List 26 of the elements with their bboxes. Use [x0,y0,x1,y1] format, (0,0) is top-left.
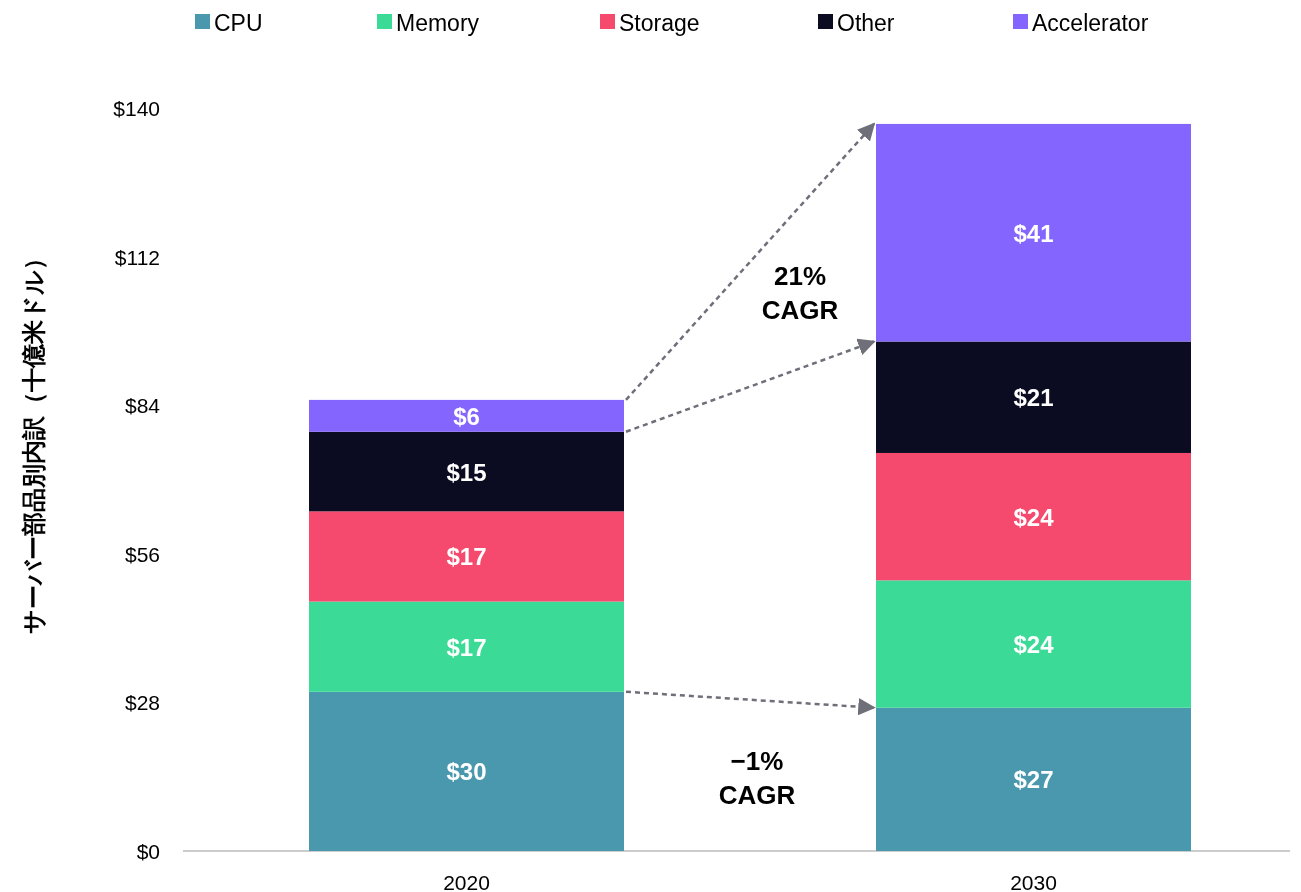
legend-label: Memory [396,10,480,36]
axis-tick-label: 2020 [443,871,490,892]
axis-tick-label: 2030 [1010,871,1057,892]
axis-tick-label: $28 [124,691,160,715]
legend-label: Storage [619,10,700,36]
value-label: $30 [446,758,487,786]
legend-label: CPU [214,10,263,36]
value-label: $6 [453,402,480,430]
axis-tick-label: $0 [136,840,160,863]
value-label: $17 [446,543,487,571]
value-label: $24 [1013,503,1054,531]
annotation-text: −1% CAGR [718,746,796,810]
value-label: $27 [1013,766,1054,794]
axis-tick-label: $56 [124,542,160,566]
value-label: $41 [1013,219,1054,247]
axis-tick-label: $112 [114,245,160,269]
value-label: $17 [446,633,487,661]
value-label: $24 [1013,631,1054,658]
axis-tick-label: $84 [124,394,160,418]
value-label: $21 [1013,384,1054,412]
legend-label: Accelerator [1032,10,1149,36]
annotation-text: 21% CAGR [761,261,839,325]
axis-tick-label: $140 [113,97,160,120]
value-label: $15 [446,458,487,486]
axis-title: サーバー部品別内訳（十億米ドル） [20,246,47,634]
legend-label: Other [837,10,895,36]
